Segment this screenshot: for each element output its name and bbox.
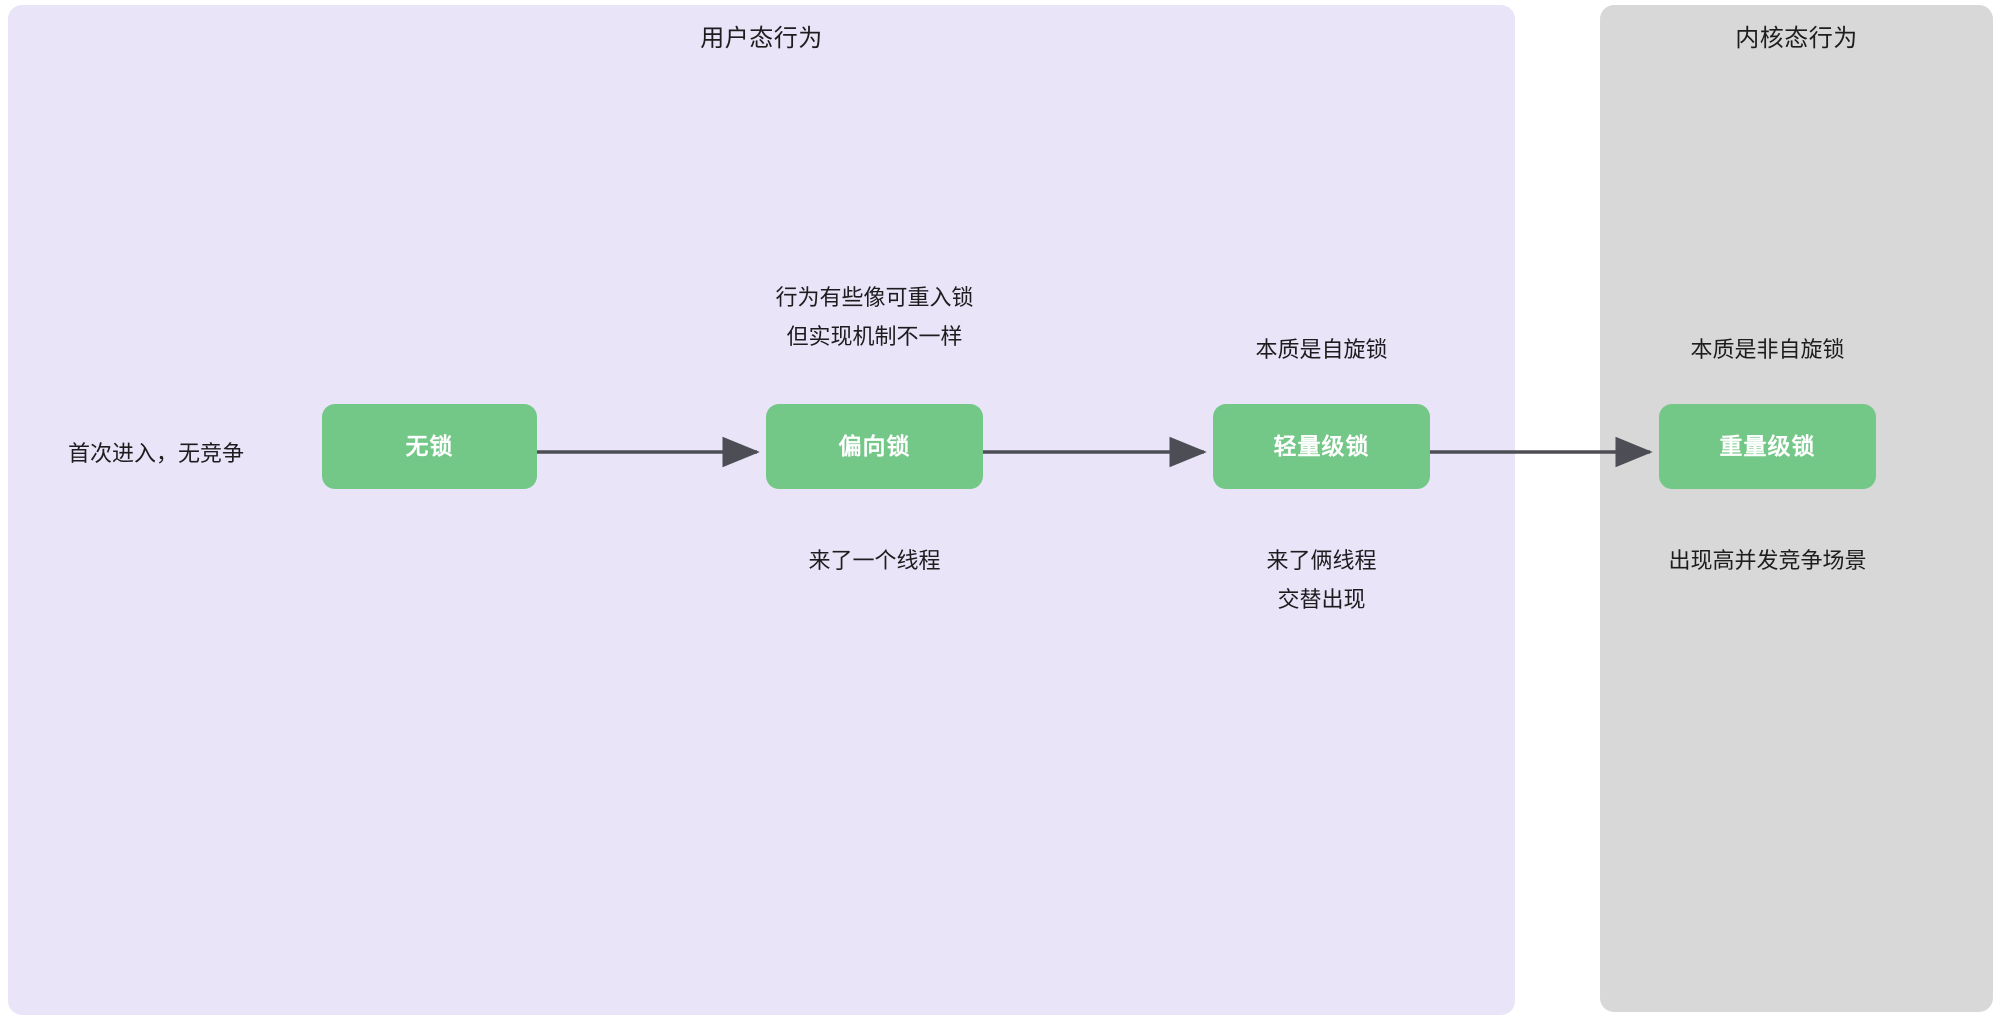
node-no-lock-label: 无锁 (405, 433, 454, 459)
swimlane-user-mode-title: 用户态行为 (700, 25, 823, 52)
node-heavyweight-lock-label: 重量级锁 (1719, 433, 1816, 459)
node-biased-lock[interactable]: 偏向锁 (766, 404, 983, 489)
annotation-heavyweight-lock-above: 本质是非自旋锁 (1690, 337, 1845, 362)
node-biased-lock-label: 偏向锁 (838, 433, 911, 459)
annotation-biased-lock-below: 来了一个线程 (808, 548, 941, 573)
node-lightweight-lock-label: 轻量级锁 (1273, 433, 1370, 459)
node-heavyweight-lock[interactable]: 重量级锁 (1659, 404, 1876, 489)
annotation-entry-no-contention: 首次进入，无竞争 (68, 441, 245, 466)
annotation-lightweight-lock-above: 本质是自旋锁 (1255, 337, 1388, 362)
node-no-lock[interactable]: 无锁 (322, 404, 537, 489)
swimlane-kernel-mode-title: 内核态行为 (1735, 25, 1858, 52)
node-lightweight-lock[interactable]: 轻量级锁 (1213, 404, 1430, 489)
annotation-biased-lock-above: 行为有些像可重入锁 但实现机制不一样 (775, 285, 974, 350)
annotation-heavyweight-lock-below: 出现高并发竞争场景 (1668, 548, 1867, 573)
annotation-lightweight-lock-below: 来了俩线程 交替出现 (1266, 548, 1377, 613)
swimlane-user-mode: 用户态行为 (8, 5, 1515, 1015)
swimlane-kernel-mode: 内核态行为 (1600, 5, 1993, 1012)
